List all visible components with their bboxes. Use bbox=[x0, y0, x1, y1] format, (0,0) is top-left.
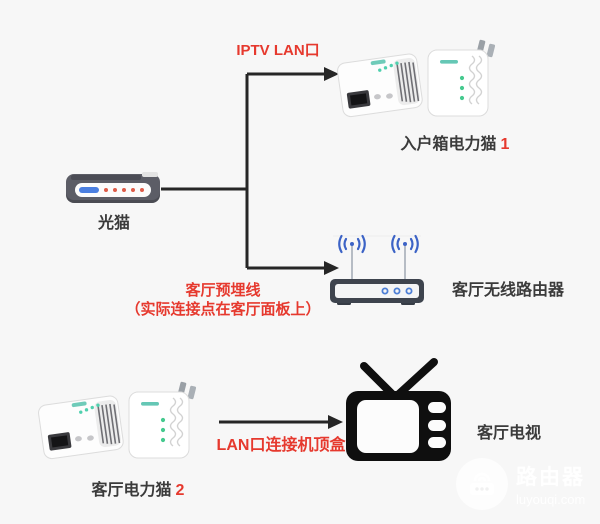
watermark-router-icon bbox=[456, 458, 508, 510]
preembedded-cable-line2: （实际连接点在客厅面板上） bbox=[125, 301, 321, 318]
modem-label: 光猫 bbox=[97, 215, 131, 232]
preembedded-cable-line1: 客厅预埋线 bbox=[185, 282, 261, 299]
adapter2-label-text: 客厅电力猫 bbox=[91, 482, 172, 499]
modem-highlight bbox=[142, 172, 158, 177]
watermark-site: luyouqi.com bbox=[516, 492, 586, 507]
wireless-router-icon bbox=[330, 234, 424, 305]
tv-label: 客厅电视 bbox=[477, 425, 542, 442]
router-label: 客厅无线路由器 bbox=[452, 282, 565, 299]
watermark-text: 路由器 luyouqi.com bbox=[516, 461, 585, 507]
preembedded-cable-annotation: 客厅预埋线 （实际连接点在客厅面板上） bbox=[125, 281, 320, 319]
modem-lid bbox=[71, 175, 141, 180]
powerline-adapter-pair-2-icon bbox=[33, 380, 203, 472]
arrowhead-to-tv-icon bbox=[328, 415, 343, 429]
modem-power-led bbox=[79, 187, 99, 193]
modem-front-panel bbox=[75, 183, 151, 197]
watermark-brand: 路由器 bbox=[516, 466, 585, 489]
optical-modem-icon bbox=[66, 172, 160, 203]
lan-to-stb-annotation: LAN口连接机顶盒 bbox=[216, 437, 346, 454]
adapter1-label-text: 入户箱电力猫 bbox=[400, 136, 497, 153]
powerline-adapter-pair-1-icon bbox=[332, 38, 502, 130]
adapter1-number: 1 bbox=[500, 136, 510, 153]
adapter2-number: 2 bbox=[175, 482, 185, 499]
tv-icon bbox=[346, 358, 451, 461]
watermark: 路由器 luyouqi.com bbox=[456, 458, 585, 510]
iptv-lan-annotation: IPTV LAN口 bbox=[236, 42, 320, 59]
modem-status-leds bbox=[104, 188, 144, 192]
